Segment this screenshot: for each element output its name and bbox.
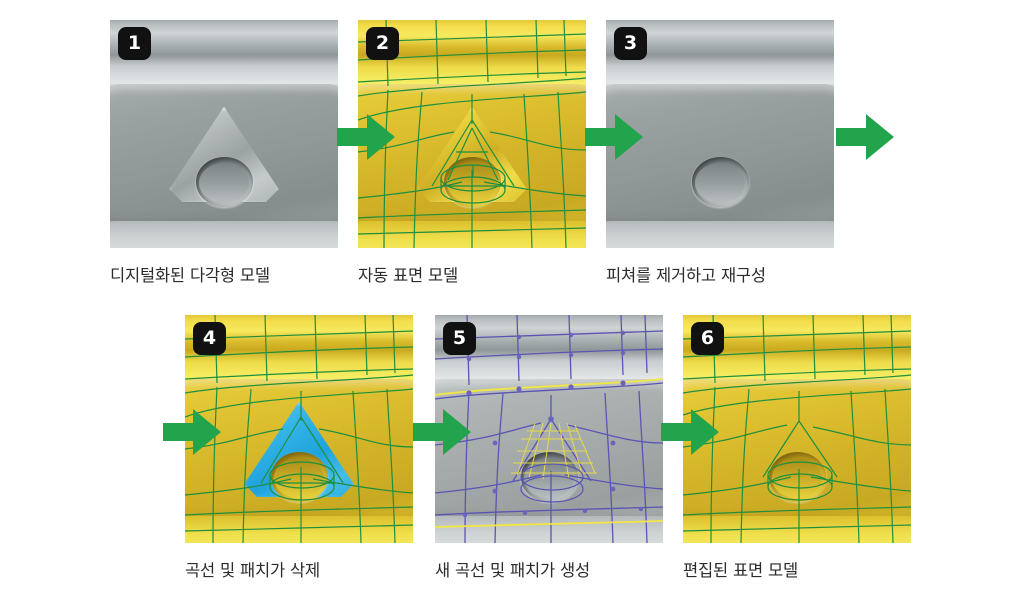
step-2: 2 자동 표면 모델 xyxy=(358,20,586,286)
step-5-caption: 새 곡선 및 패치가 생성 xyxy=(435,561,590,580)
step-2-image: 2 xyxy=(358,20,586,248)
model-scene-gold-edited xyxy=(683,315,911,543)
step-1-caption: 디지털화된 다각형 모델 xyxy=(110,266,270,285)
step-3: 3 피쳐를 제거하고 재구성 xyxy=(606,20,834,286)
step-4-image: 4 xyxy=(185,315,413,543)
step-3-caption: 피쳐를 제거하고 재구성 xyxy=(606,266,766,285)
arrow-3-to-4 xyxy=(836,112,894,162)
hole-feature xyxy=(691,156,749,207)
step-5-badge: 5 xyxy=(443,322,476,355)
lower-lip xyxy=(683,515,911,543)
hole-inner-wall xyxy=(198,162,250,203)
arrow-5-to-6 xyxy=(661,407,719,457)
step-2-caption: 자동 표면 모델 xyxy=(358,266,458,285)
step-4: 4 곡선 및 패치가 삭제 xyxy=(185,315,413,581)
step-2-badge: 2 xyxy=(366,27,399,60)
curve-network-blue xyxy=(435,315,663,543)
model-scene-grey xyxy=(110,20,338,248)
step-6: 6 편집된 표면 모델 xyxy=(683,315,911,581)
arrow-2-to-3 xyxy=(585,112,643,162)
step-3-badge: 3 xyxy=(614,27,647,60)
model-scene-gold-selected xyxy=(185,315,413,543)
step-6-image: 6 xyxy=(683,315,911,543)
hole-feature xyxy=(195,156,253,207)
arrow-1-to-2 xyxy=(337,112,395,162)
arrow-4-to-5 xyxy=(413,407,471,457)
step-3-image: 3 xyxy=(606,20,834,248)
hole-feature xyxy=(768,451,826,502)
step-4-badge: 4 xyxy=(193,322,226,355)
step-1-badge: 1 xyxy=(118,27,151,60)
lower-lip xyxy=(606,220,834,248)
hole-inner-wall xyxy=(694,162,746,203)
arrow-into-4 xyxy=(163,407,221,457)
step-6-badge: 6 xyxy=(691,322,724,355)
lower-lip xyxy=(185,515,413,543)
arrow-right-icon xyxy=(661,409,719,455)
arrow-right-icon xyxy=(337,114,395,160)
step-4-caption: 곡선 및 패치가 삭제 xyxy=(185,561,320,580)
arrow-right-icon xyxy=(836,114,894,160)
lower-lip xyxy=(110,220,338,248)
arrow-right-icon xyxy=(163,409,221,455)
step-1-image: 1 xyxy=(110,20,338,248)
step-1: 1 디지털화된 다각형 모델 xyxy=(110,20,338,286)
arrow-right-icon xyxy=(413,409,471,455)
step-5-image: 5 xyxy=(435,315,663,543)
step-6-caption: 편집된 표면 모델 xyxy=(683,561,798,580)
arrow-right-icon xyxy=(585,114,643,160)
lower-lip xyxy=(435,515,663,543)
step-5: 5 새 곡선 및 패치가 생성 xyxy=(435,315,663,581)
